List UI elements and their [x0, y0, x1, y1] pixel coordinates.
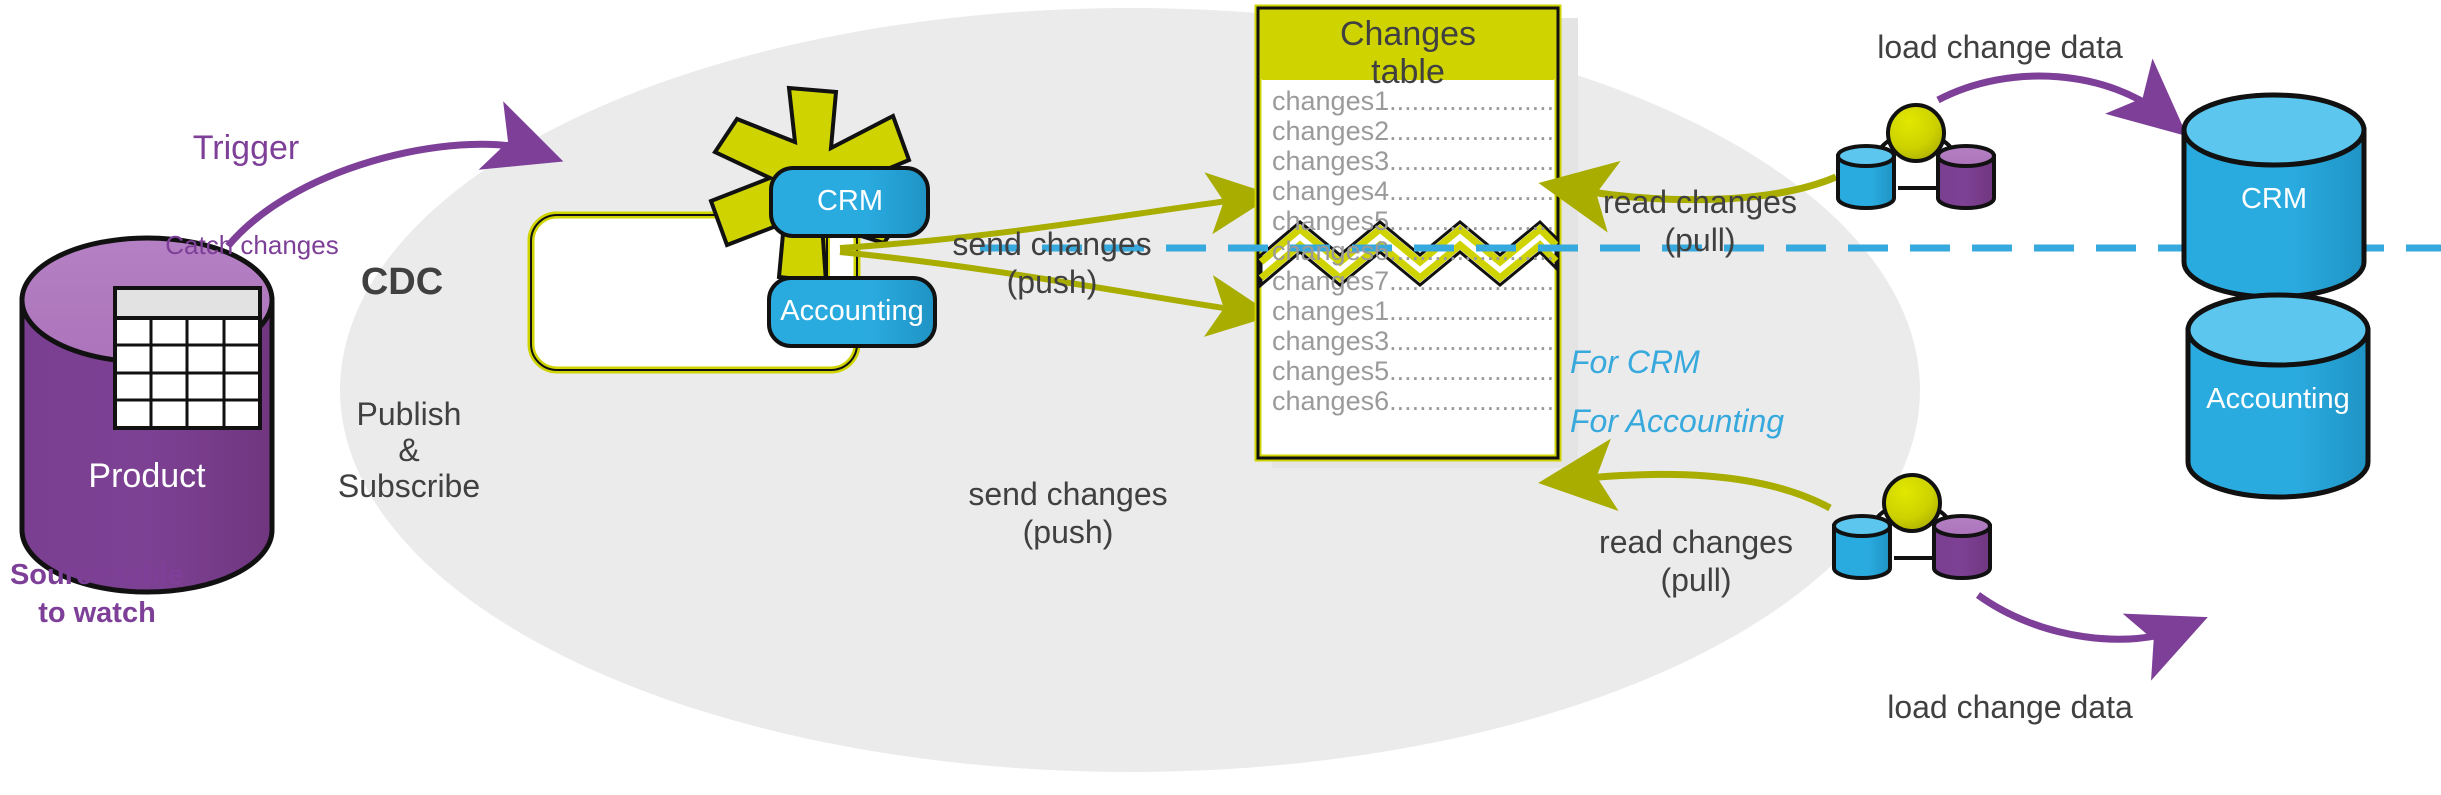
source-caption-line2: to watch — [38, 597, 156, 629]
cdc-node-crm-label[interactable]: CRM — [816, 185, 884, 217]
changes-table-row: changes6................................… — [1272, 236, 1552, 266]
changes-table-row-label: changes5 — [1272, 356, 1390, 386]
send-changes-accounting-line2: (push) — [1022, 514, 1114, 550]
divider-label-for-crm: For CRM — [1570, 344, 1700, 380]
changes-table-row-dots: ................................. — [1389, 266, 1552, 296]
changes-table-lower-rows: changes1................................… — [1272, 296, 1552, 416]
divider-label-for-accounting: For Accounting — [1570, 403, 1785, 439]
cdc-subtitle-line1: Publish — [356, 396, 462, 432]
trigger-label: Trigger — [192, 129, 300, 167]
changes-table-row-dots: ................................. — [1389, 176, 1552, 206]
cdc-node-accounting-label[interactable]: Accounting — [780, 295, 924, 327]
load-change-data-accounting-arrow — [1975, 592, 2208, 681]
load-change-data-crm-arrow — [1936, 58, 2188, 137]
send-changes-crm-line1: send changes — [952, 226, 1152, 262]
read-changes-accounting-arrow — [1538, 438, 1832, 512]
changes-table-row-label: changes6 — [1272, 386, 1390, 416]
changes-table-row-label: changes2 — [1272, 116, 1390, 146]
changes-table-row-dots: ................................. — [1389, 326, 1552, 356]
target-accounting-label: Accounting — [2206, 383, 2350, 415]
changes-table-row-dots: ................................. — [1389, 146, 1552, 176]
cdc-node-accounting — [767, 276, 937, 348]
trigger-arrow — [225, 101, 564, 249]
target-crm-label: CRM — [2240, 183, 2308, 215]
changes-table-row-dots: ................................. — [1389, 116, 1552, 146]
changes-table-row-dots: ................................. — [1389, 386, 1552, 416]
changes-table-row-label: changes4 — [1272, 176, 1390, 206]
changes-table-row: changes5................................… — [1272, 206, 1552, 236]
changes-table-row-dots: ................................. — [1389, 86, 1552, 116]
changes-table-row: changes4................................… — [1272, 176, 1552, 206]
changes-table-upper-rows: changes1................................… — [1272, 86, 1552, 296]
changes-table-row-label: changes6 — [1272, 236, 1390, 266]
process-region-ellipse — [340, 8, 1920, 772]
source-caption-line1: Source table — [9, 559, 185, 591]
changes-table-row-label: changes3 — [1272, 146, 1390, 176]
send-changes-crm-line2: (push) — [1006, 264, 1098, 300]
etl-icon-crm — [1836, 103, 1996, 210]
changes-table-row: changes3................................… — [1272, 146, 1552, 176]
catch-changes-label: Catch changes — [165, 230, 339, 260]
changes-table-row-dots: ................................. — [1389, 296, 1552, 326]
changes-table-row-dots: ................................. — [1389, 206, 1552, 236]
changes-table-row: changes1................................… — [1272, 296, 1552, 326]
read-changes-crm-line1: read changes — [1603, 184, 1797, 220]
changes-table-title-line2: table — [1371, 53, 1445, 91]
changes-table-row-label: changes1 — [1272, 86, 1390, 116]
changes-table-row: changes2................................… — [1272, 116, 1552, 146]
send-changes-accounting-arrow — [839, 249, 1274, 337]
load-change-data-crm-label: load change data — [1877, 29, 2123, 65]
changes-table-row-label: changes1 — [1272, 296, 1390, 326]
changes-table-row: changes1................................… — [1272, 86, 1552, 116]
changes-table-row-dots: ................................. — [1389, 236, 1552, 266]
source-table-grid-icon — [113, 286, 262, 430]
load-change-data-accounting-label: load change data — [1887, 689, 2133, 725]
changes-table-row: changes5................................… — [1272, 356, 1552, 386]
target-accounting-cylinder — [2185, 292, 2371, 500]
read-changes-crm-arrow — [1538, 160, 1838, 233]
read-changes-crm-line2: (pull) — [1664, 222, 1736, 258]
cdc-subtitle-line3: Subscribe — [337, 468, 481, 504]
send-changes-crm-arrow — [839, 172, 1274, 251]
read-changes-accounting-line1: read changes — [1599, 524, 1793, 560]
send-changes-accounting-line1: send changes — [968, 476, 1168, 512]
changes-table-title-line1: Changes — [1339, 15, 1477, 53]
cdc-subtitle-line2: & — [398, 432, 420, 468]
read-changes-accounting-line2: (pull) — [1660, 562, 1732, 598]
target-crm-cylinder — [2181, 92, 2367, 300]
changes-table-row: changes7................................… — [1272, 266, 1552, 296]
cdc-title: CDC — [360, 261, 444, 303]
changes-table-row: changes6................................… — [1272, 386, 1552, 416]
cdc-node-crm — [769, 166, 930, 238]
etl-icon-accounting — [1832, 473, 1992, 580]
changes-table-row-label: changes3 — [1272, 326, 1390, 356]
changes-table-row-label: changes7 — [1272, 266, 1390, 296]
changes-table-row-label: changes5 — [1272, 206, 1390, 236]
changes-table-row: changes3................................… — [1272, 326, 1552, 356]
source-cylinder-label: Product — [88, 457, 206, 495]
changes-table-row-dots: ................................. — [1389, 356, 1552, 386]
